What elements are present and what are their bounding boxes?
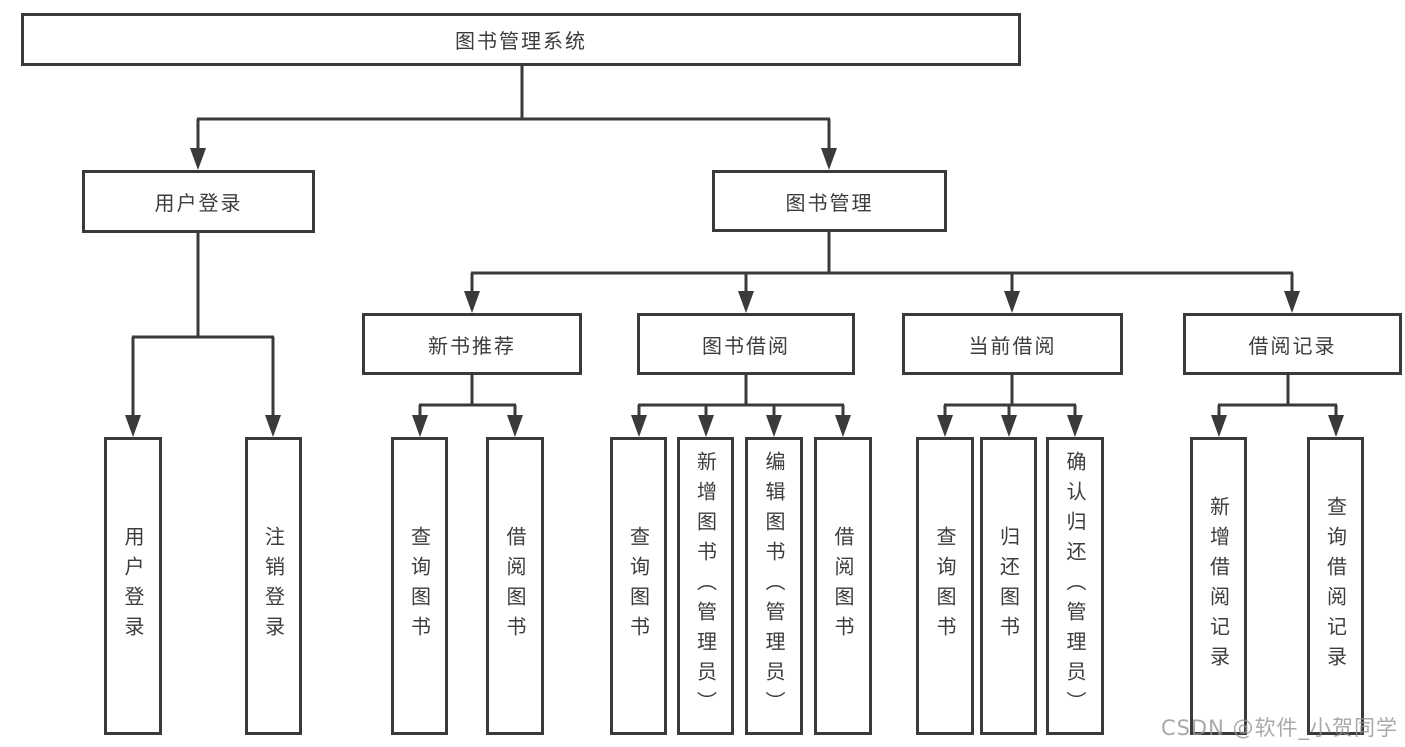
leaf-label: 编辑图书（管理员） — [762, 451, 786, 721]
leaf-query-book: 查询图书 — [391, 437, 448, 735]
leaf-confirm-return-admin: 确认归还（管理员） — [1046, 437, 1104, 735]
leaf-label: 借阅图书 — [503, 526, 527, 646]
leaf-label: 查询图书 — [933, 526, 957, 646]
node-new-book-recommend: 新书推荐 — [362, 313, 582, 375]
leaf-borrow-book: 借阅图书 — [486, 437, 544, 735]
node-user-login: 用户登录 — [82, 170, 315, 233]
node-label: 借阅记录 — [1248, 333, 1337, 358]
node-borrow-record: 借阅记录 — [1183, 313, 1402, 375]
node-library-management-system: 图书管理系统 — [21, 13, 1021, 66]
node-label: 图书管理 — [785, 190, 874, 215]
leaf-query-borrow-record: 查询借阅记录 — [1307, 437, 1364, 735]
csdn-watermark: CSDN @软件_小贺同学 — [1160, 716, 1398, 740]
leaf-add-borrow-record: 新增借阅记录 — [1190, 437, 1247, 735]
node-label: 图书管理系统 — [455, 29, 587, 53]
leaf-label: 归还图书 — [996, 526, 1021, 646]
node-label: 当前借阅 — [968, 333, 1057, 358]
leaf-query-book: 查询图书 — [610, 437, 667, 735]
leaf-label: 查询借阅记录 — [1323, 496, 1348, 676]
leaf-label: 确认归还（管理员） — [1063, 451, 1087, 721]
leaf-label: 查询图书 — [407, 526, 432, 646]
leaf-query-book: 查询图书 — [916, 437, 974, 735]
leaf-label: 查询图书 — [626, 526, 651, 646]
leaf-logout: 注销登录 — [245, 437, 302, 735]
leaf-label: 借阅图书 — [831, 526, 855, 646]
node-label: 图书借阅 — [702, 333, 790, 358]
leaf-edit-book-admin: 编辑图书（管理员） — [745, 437, 803, 735]
leaf-label: 新增图书（管理员） — [693, 451, 718, 721]
leaf-return-book: 归还图书 — [980, 437, 1037, 735]
node-label: 用户登录 — [154, 191, 243, 215]
leaf-user-login: 用户登录 — [104, 437, 162, 735]
node-label: 新书推荐 — [428, 333, 516, 358]
leaf-borrow-book: 借阅图书 — [814, 437, 872, 735]
node-book-management: 图书管理 — [712, 170, 947, 232]
node-current-borrow: 当前借阅 — [902, 313, 1123, 375]
leaf-label: 注销登录 — [261, 526, 286, 646]
leaf-add-book-admin: 新增图书（管理员） — [677, 437, 734, 735]
leaf-label: 用户登录 — [121, 526, 145, 646]
leaf-label: 新增借阅记录 — [1206, 496, 1231, 676]
node-book-borrow: 图书借阅 — [637, 313, 855, 375]
